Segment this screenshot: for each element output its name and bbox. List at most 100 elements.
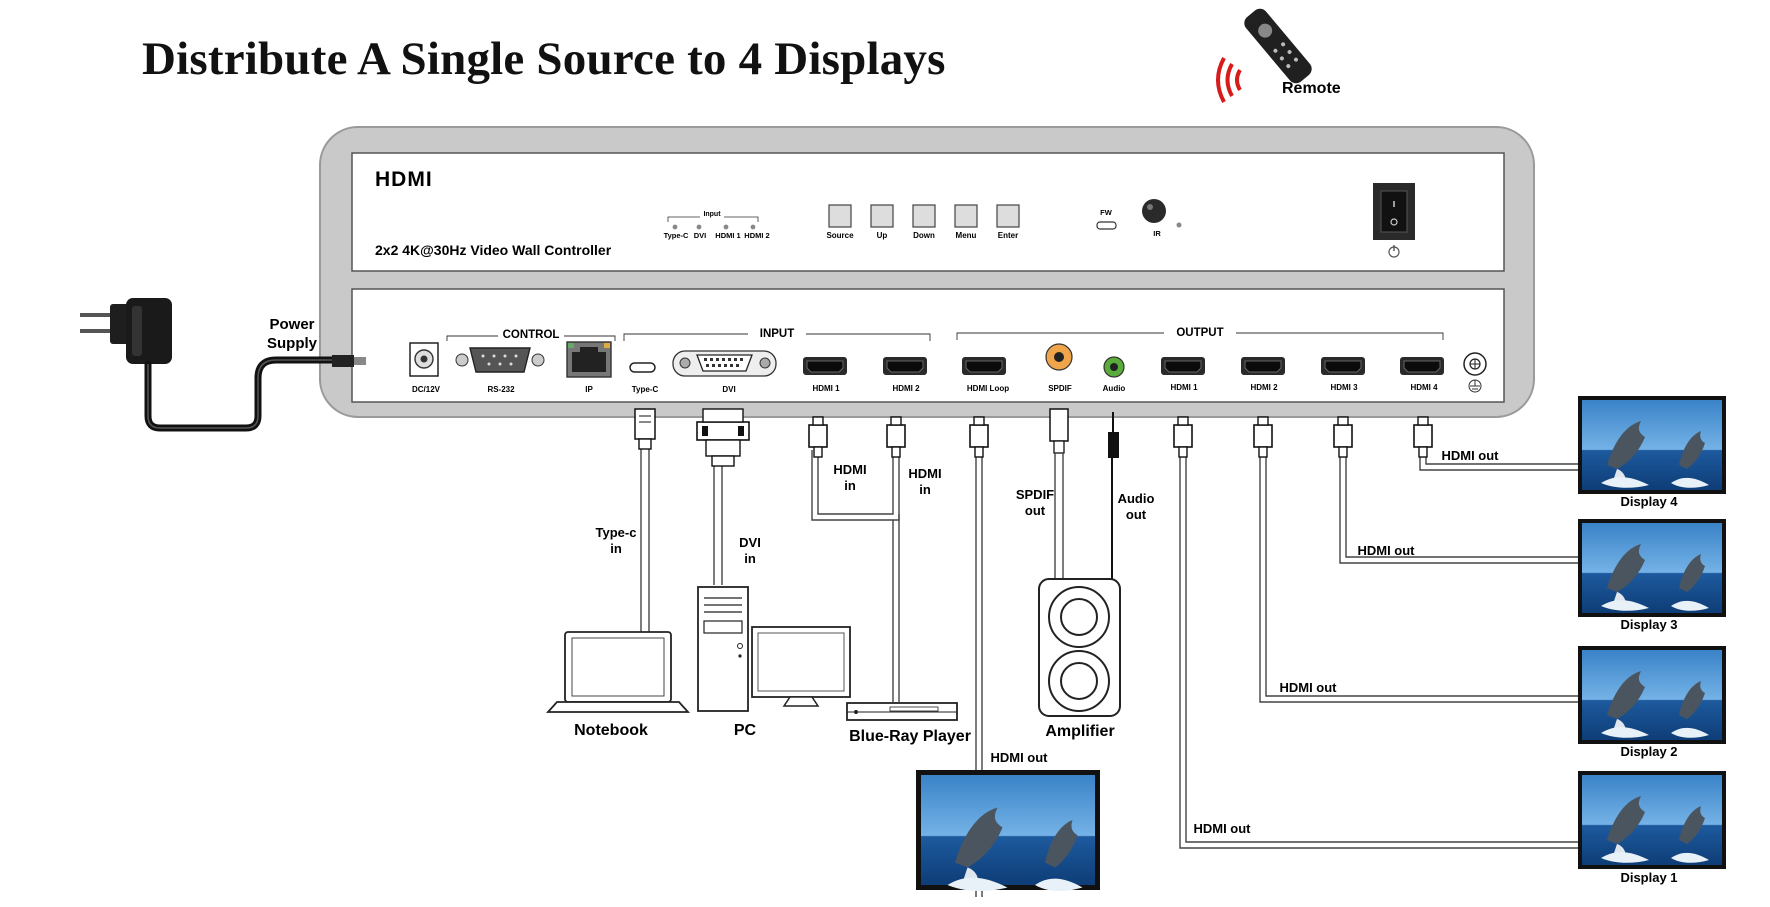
port-label: DVI xyxy=(722,385,735,394)
spdif-plug-icon xyxy=(1049,408,1069,580)
led-hdmi-1 xyxy=(723,224,729,230)
spdif-port xyxy=(1045,343,1073,371)
blu-ray-player-icon xyxy=(846,702,958,721)
port-label: HDMI 1 xyxy=(1170,383,1198,392)
button-label: Source xyxy=(826,231,854,240)
led-dvi xyxy=(696,224,702,230)
audio-device-label: Amplifier xyxy=(1045,723,1114,740)
port-label: HDMI 2 xyxy=(1250,383,1278,392)
led-label: HDMI 2 xyxy=(744,231,769,240)
port-label: IP xyxy=(585,385,593,394)
hdmi-plug-icon xyxy=(969,416,989,458)
hdmi-plug-icon xyxy=(886,416,906,458)
type-c-plug-icon xyxy=(634,408,656,450)
display-label: Display 1 xyxy=(1620,870,1677,885)
down-button[interactable] xyxy=(912,204,936,228)
pc-icon xyxy=(697,586,851,712)
port-label: HDMI 3 xyxy=(1330,383,1358,392)
cable-label: HDMI out xyxy=(1357,543,1415,558)
display-label: Display 3 xyxy=(1620,617,1677,632)
port-label: Type-C xyxy=(632,385,659,394)
menu-button[interactable] xyxy=(954,204,978,228)
output-cables xyxy=(1179,445,1578,849)
source-label: Notebook xyxy=(574,722,648,739)
amplifier-icon xyxy=(1038,578,1121,717)
power-icon xyxy=(1388,245,1400,258)
cable-label: HDMI out xyxy=(990,750,1048,765)
fw-label: FW xyxy=(1100,208,1113,217)
enter-button[interactable] xyxy=(996,204,1020,228)
display-loop-icon xyxy=(916,770,1100,891)
button-label: Down xyxy=(913,231,935,240)
ground-icon xyxy=(1468,379,1482,393)
hdmi-in-1-port xyxy=(802,356,848,376)
cable-label: HDMI out xyxy=(1193,821,1251,836)
cable-label: HDMI xyxy=(908,466,941,481)
port-label: HDMI 4 xyxy=(1410,383,1438,392)
cable-label: SPDIF xyxy=(1016,487,1054,502)
device-model-label: 2x2 4K@30Hz Video Wall Controller xyxy=(375,242,612,258)
button-label: Up xyxy=(877,231,888,240)
cable-label: in xyxy=(844,478,856,493)
dc-12v-port xyxy=(409,342,439,377)
led-label: DVI xyxy=(694,231,707,240)
ir-sensor xyxy=(1142,199,1166,223)
display-3-icon xyxy=(1578,519,1726,617)
cable-label: HDMI out xyxy=(1441,448,1499,463)
cable-label: in xyxy=(744,551,756,566)
hdmi-out-2-port xyxy=(1240,356,1286,376)
remote-icon xyxy=(1216,8,1312,103)
cable-label: DVI xyxy=(739,535,761,550)
hdmi-plug-icon xyxy=(1333,416,1353,458)
audio-jack-icon xyxy=(1073,412,1119,585)
port-label: HDMI Loop xyxy=(967,384,1009,393)
cable-label: Audio xyxy=(1118,491,1155,506)
power-supply-label: Supply xyxy=(267,335,318,352)
dc-plug xyxy=(332,355,354,367)
port-label: DC/12V xyxy=(412,385,441,394)
port-label: HDMI 2 xyxy=(892,384,920,393)
cable-label: out xyxy=(1126,507,1147,522)
source-button[interactable] xyxy=(828,204,852,228)
control-group-label: CONTROL xyxy=(503,329,560,341)
dvi-port xyxy=(672,350,777,377)
cable-label: in xyxy=(610,541,622,556)
display-1-icon xyxy=(1578,771,1726,869)
audio-port xyxy=(1103,356,1125,378)
hdmi-plug-icon xyxy=(1253,416,1273,458)
power-supply-label: Power xyxy=(269,316,314,333)
button-label: Menu xyxy=(956,231,977,240)
ir-label: IR xyxy=(1153,229,1161,238)
rs-232-port xyxy=(455,347,545,373)
hdmi-plug-icon xyxy=(1413,416,1433,458)
hdmi-in-2-port xyxy=(882,356,928,376)
cable-label: in xyxy=(919,482,931,497)
cable-label: Type-c xyxy=(596,525,637,540)
cable-label: HDMI xyxy=(833,462,866,477)
dvi-plug-icon xyxy=(696,408,750,467)
hdmi-loop-port xyxy=(961,356,1007,376)
display-label: Display 2 xyxy=(1620,744,1677,759)
output-group-label: OUTPUT xyxy=(1176,327,1223,339)
port-label: RS-232 xyxy=(487,385,515,394)
ir-led xyxy=(1176,222,1182,228)
display-label: Display 4 xyxy=(1620,494,1678,509)
port-label: HDMI 1 xyxy=(812,384,840,393)
power-switch[interactable] xyxy=(1373,183,1415,240)
display-2-icon xyxy=(1578,646,1726,744)
ip-ethernet-port xyxy=(566,341,612,378)
led-hdmi-2 xyxy=(750,224,756,230)
port-label: Audio xyxy=(1103,384,1126,393)
page-title: Distribute A Single Source to 4 Displays xyxy=(142,33,946,85)
up-button[interactable] xyxy=(870,204,894,228)
cable-label: HDMI out xyxy=(1279,680,1337,695)
notebook-icon xyxy=(545,631,691,713)
fw-usb-port[interactable] xyxy=(1096,221,1117,230)
source-label: Blue-Ray Player xyxy=(849,728,971,745)
hdmi-out-1-port xyxy=(1160,356,1206,376)
input-group-label: INPUT xyxy=(760,328,795,340)
type-c-port xyxy=(629,362,656,373)
button-label: Enter xyxy=(998,231,1018,240)
hdmi-out-3-port xyxy=(1320,356,1366,376)
